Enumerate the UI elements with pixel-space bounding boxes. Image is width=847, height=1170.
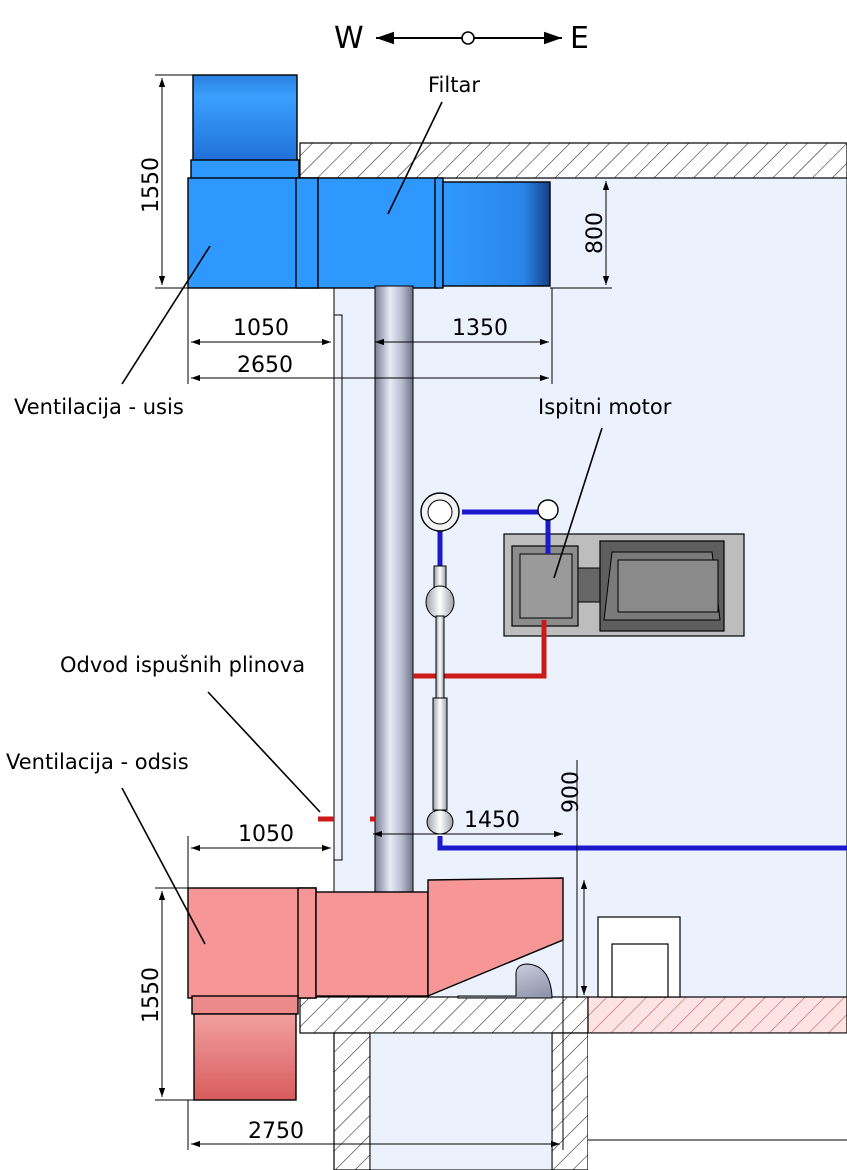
heat-exchanger-inner: [427, 499, 453, 525]
dimensions: 1550 800 1050 1350 2650 1050 1450 900 15…: [139, 74, 612, 1150]
building: [299, 142, 847, 1170]
engine-shaft: [577, 567, 603, 603]
extract-ventilation: [187, 877, 564, 1101]
dim-intake-total-width: 2650: [237, 353, 293, 378]
pump-icon: [537, 499, 559, 521]
extract-floor-bend: [457, 963, 553, 999]
dim-exhaust-offset: 1450: [464, 808, 520, 833]
compass-center: [461, 31, 475, 45]
label-exhaust-gas: Odvod ispušnih plinova: [60, 653, 305, 677]
extract-fan-housing: [193, 1013, 297, 1101]
basement-room-right: [588, 1033, 847, 1170]
roof-slab: [299, 142, 847, 179]
hot-exhaust-pipe: [413, 620, 547, 679]
cooling-pipe-floor: [437, 836, 847, 851]
floor-slab-right: [587, 996, 847, 1034]
intake-fan-housing: [192, 74, 298, 164]
dim-extract-left-width: 1050: [238, 822, 294, 847]
basement-duct: [369, 1032, 553, 1170]
compass-east: E: [570, 21, 589, 56]
filter-section: [317, 177, 439, 289]
leader-exhaust-gas: [207, 691, 321, 813]
dim-intake-left-width: 1050: [233, 316, 289, 341]
compass-west: W: [334, 21, 364, 56]
annotations: Filtar Ventilacija - usis Ispitni motor …: [6, 73, 672, 945]
measuring-bulb-bottom: [426, 809, 454, 835]
label-extract: Ventilacija - odsis: [6, 750, 189, 774]
dynamometer-core: [617, 559, 719, 613]
leader-filter: [387, 101, 443, 215]
dim-extract-height: 1550: [139, 967, 164, 1023]
leader-extract: [121, 787, 206, 945]
intake-collar: [190, 159, 300, 181]
exhaust-chimney: [374, 285, 414, 895]
label-intake: Ventilacija - usis: [14, 395, 184, 419]
intake-ventilation: [187, 74, 551, 289]
dim-filter-height: 800: [583, 212, 608, 254]
engine-block: [519, 553, 573, 619]
inner-wall-strip: [333, 314, 343, 861]
filter-flange: [434, 177, 444, 289]
basement-wall-right: [551, 1032, 589, 1170]
dim-intake-right-width: 1350: [452, 316, 508, 341]
label-filter: Filtar: [428, 73, 480, 97]
extract-duct-flange: [297, 887, 317, 999]
leader-test-engine: [553, 427, 603, 579]
filter-outlet: [442, 181, 551, 287]
extract-plenum: [315, 891, 429, 997]
extract-collar: [191, 995, 299, 1015]
pipes: [318, 492, 847, 851]
floor-slab-left: [299, 996, 589, 1034]
dim-extract-total-width: 2750: [248, 1119, 304, 1144]
measuring-bulb-top: [425, 585, 455, 619]
measuring-column-low: [432, 697, 448, 811]
dim-intake-height: 1550: [139, 157, 164, 213]
intake-duct-flange: [295, 177, 319, 289]
label-test-engine: Ispitni motor: [538, 395, 672, 419]
extract-duct: [187, 887, 317, 999]
measuring-column-mid: [435, 615, 445, 699]
test-engine: [503, 533, 745, 637]
basement-wall-left: [333, 1032, 371, 1170]
floor-cabinet-opening: [611, 943, 669, 998]
compass: W E: [334, 21, 589, 56]
leader-intake: [121, 245, 211, 385]
dim-floor-pipe-height: 900: [559, 771, 584, 813]
